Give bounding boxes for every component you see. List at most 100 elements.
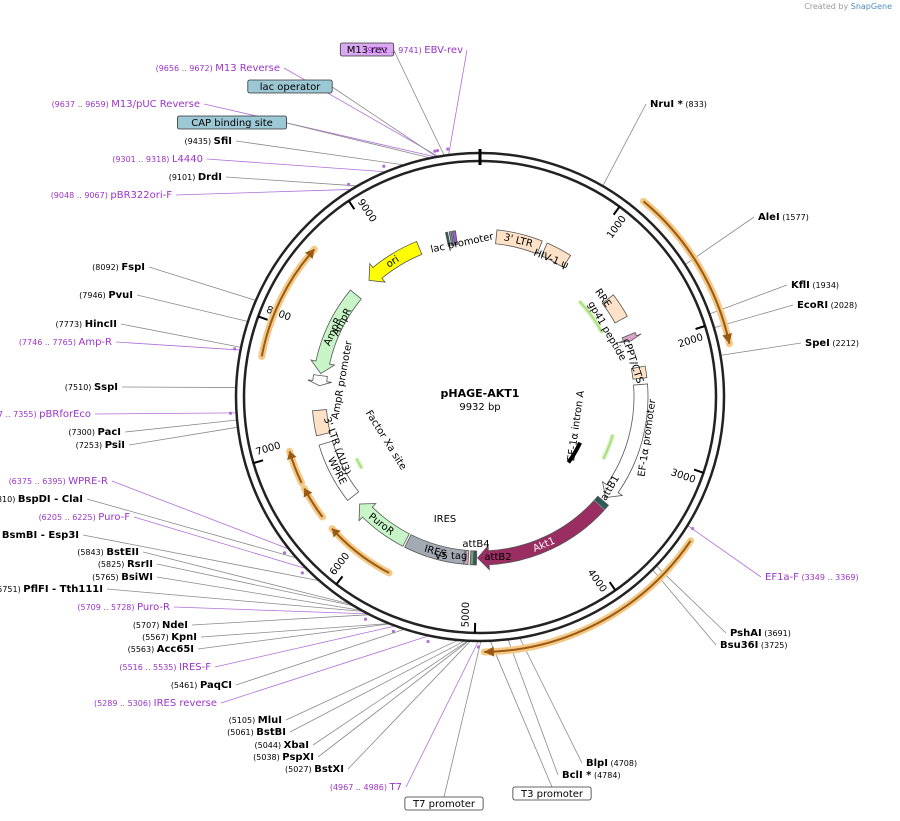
leader-line [519, 637, 583, 764]
label-text: SpeI (2212) [805, 338, 859, 349]
label-text: KflI (1934) [791, 280, 839, 291]
feature-shape [312, 409, 331, 437]
label-blpi: BlpI (4708) [586, 758, 637, 769]
outer-arc-glow [258, 245, 318, 360]
inner-label-attb2: attB2 [484, 552, 511, 563]
leader-line [128, 426, 238, 446]
primer-mark [426, 639, 430, 644]
primer-mark [282, 551, 287, 555]
label-box [339, 42, 395, 57]
tick-label: 7000 [255, 440, 283, 458]
label-text: EF1a-F (3349 .. 3369) [765, 572, 859, 583]
label-m13-reverse: (9656 .. 9672) M13 Reverse [156, 63, 280, 74]
primer-mark [300, 571, 304, 575]
leader-line [489, 640, 553, 788]
label-puro-f: (6205 .. 6225) Puro-F [39, 512, 131, 523]
label-box [404, 796, 484, 811]
leader-line [286, 122, 431, 159]
label-fspi: (8092) FspI [92, 262, 145, 273]
feature-shape [473, 550, 478, 566]
feature-segment-3 [618, 331, 642, 344]
label-ndei: (5707) NdeI [133, 620, 188, 631]
leader-line [289, 640, 466, 733]
leader-line [86, 498, 297, 559]
label-text: (5825) RsrII [98, 559, 153, 570]
leader-line [214, 625, 396, 668]
label-bsmbi-esp3i: (6101) BsmBI - Esp3I [0, 530, 79, 541]
leader-line [235, 628, 405, 686]
label-m13-rev: M13 rev [339, 42, 395, 57]
inner-arc-glow [354, 457, 365, 470]
feature-shape [368, 240, 423, 283]
inner-arc [566, 441, 582, 464]
leader-line [393, 49, 445, 156]
label-text: BclI * (4784) [562, 770, 621, 781]
label-text: (5563) Acc65I [128, 644, 194, 655]
label-text: (6205 .. 6225) Puro-F [39, 512, 131, 523]
plasmid-length: 9932 bp [459, 402, 500, 413]
feature-shape [601, 383, 649, 499]
inner-arc-glow [577, 299, 605, 335]
label-alei: AleI (1577) [758, 212, 809, 223]
feature-segment-1 [541, 242, 572, 268]
label-box [247, 79, 333, 94]
leader-line [173, 606, 369, 615]
tick-label: 5000 [460, 602, 472, 628]
leader-line [312, 640, 469, 746]
plasmid-name: pHAGE-AKT1 [441, 387, 520, 400]
label-text: (9048 .. 9067) pBR322ori-F [51, 190, 173, 201]
feature-segment-14 [312, 409, 331, 437]
primer-mark [382, 164, 386, 168]
tick-label: 1000 [605, 214, 629, 241]
tick-4000 [608, 581, 617, 591]
leader-line [235, 140, 405, 166]
tick-label: 4000 [585, 568, 609, 595]
feature-segment-4 [630, 365, 648, 380]
label-hincii: (7773) HincII [56, 319, 117, 330]
primer-mark [690, 526, 695, 531]
leader-line [687, 525, 762, 578]
leader-line [448, 49, 468, 156]
feature-segment-18 [445, 231, 451, 247]
inner-label-ampr-promoter: AmpR promoter [330, 339, 355, 420]
leader-line [602, 103, 647, 187]
label-t3-promoter: T3 promoter [512, 786, 592, 801]
leader-line [720, 342, 802, 356]
tick-6000 [335, 575, 344, 585]
outer-feature-arcs [258, 197, 733, 657]
inner-feature-arcs [354, 299, 616, 470]
label-acc65i: (5563) Acc65I [128, 644, 194, 655]
leader-line [156, 576, 362, 611]
leader-line [405, 640, 479, 788]
outer-arc-head [332, 528, 341, 538]
label-text: (5038) PspXI [253, 752, 314, 763]
leader-line [206, 158, 387, 173]
label-text: (5707) NdeI [133, 620, 188, 631]
label-text: (7510) SspI [65, 382, 118, 393]
label-text: (6101) BsmBI - Esp3I [0, 530, 79, 541]
feature-shape [307, 374, 332, 387]
inner-label-lac-promoter: lac promoter [430, 231, 496, 255]
label-cap-binding-site: CAP binding site [176, 115, 287, 130]
leader-line [443, 640, 482, 798]
leader-line [115, 341, 241, 351]
feature-shape [358, 503, 410, 547]
label-text: (6375 .. 6395) WPRE-R [9, 476, 108, 487]
credit-prefix: Created by [804, 2, 849, 11]
inner-label-factor-xa-site: Factor Xa site [363, 409, 408, 473]
feature-segment-10 [464, 549, 470, 565]
leader-line [121, 386, 237, 388]
label-bcli: BclI * (4784) [562, 770, 621, 781]
label-lac-operator: lac operator [247, 79, 333, 94]
label-text: EcoRI (2028) [797, 300, 857, 311]
outer-labels: M13 rev(9722 .. 9741) EBV-rev(9656 .. 96… [0, 42, 859, 811]
leader-line [106, 588, 364, 612]
feature-shape [495, 229, 543, 255]
feature-shape [464, 549, 470, 565]
outer-arc-head [287, 451, 297, 461]
label-text: (5061) BstBI [227, 727, 286, 738]
tick-2000 [695, 325, 706, 330]
label-box [512, 786, 592, 801]
leader-line [507, 639, 559, 776]
primer-mark [233, 347, 237, 351]
